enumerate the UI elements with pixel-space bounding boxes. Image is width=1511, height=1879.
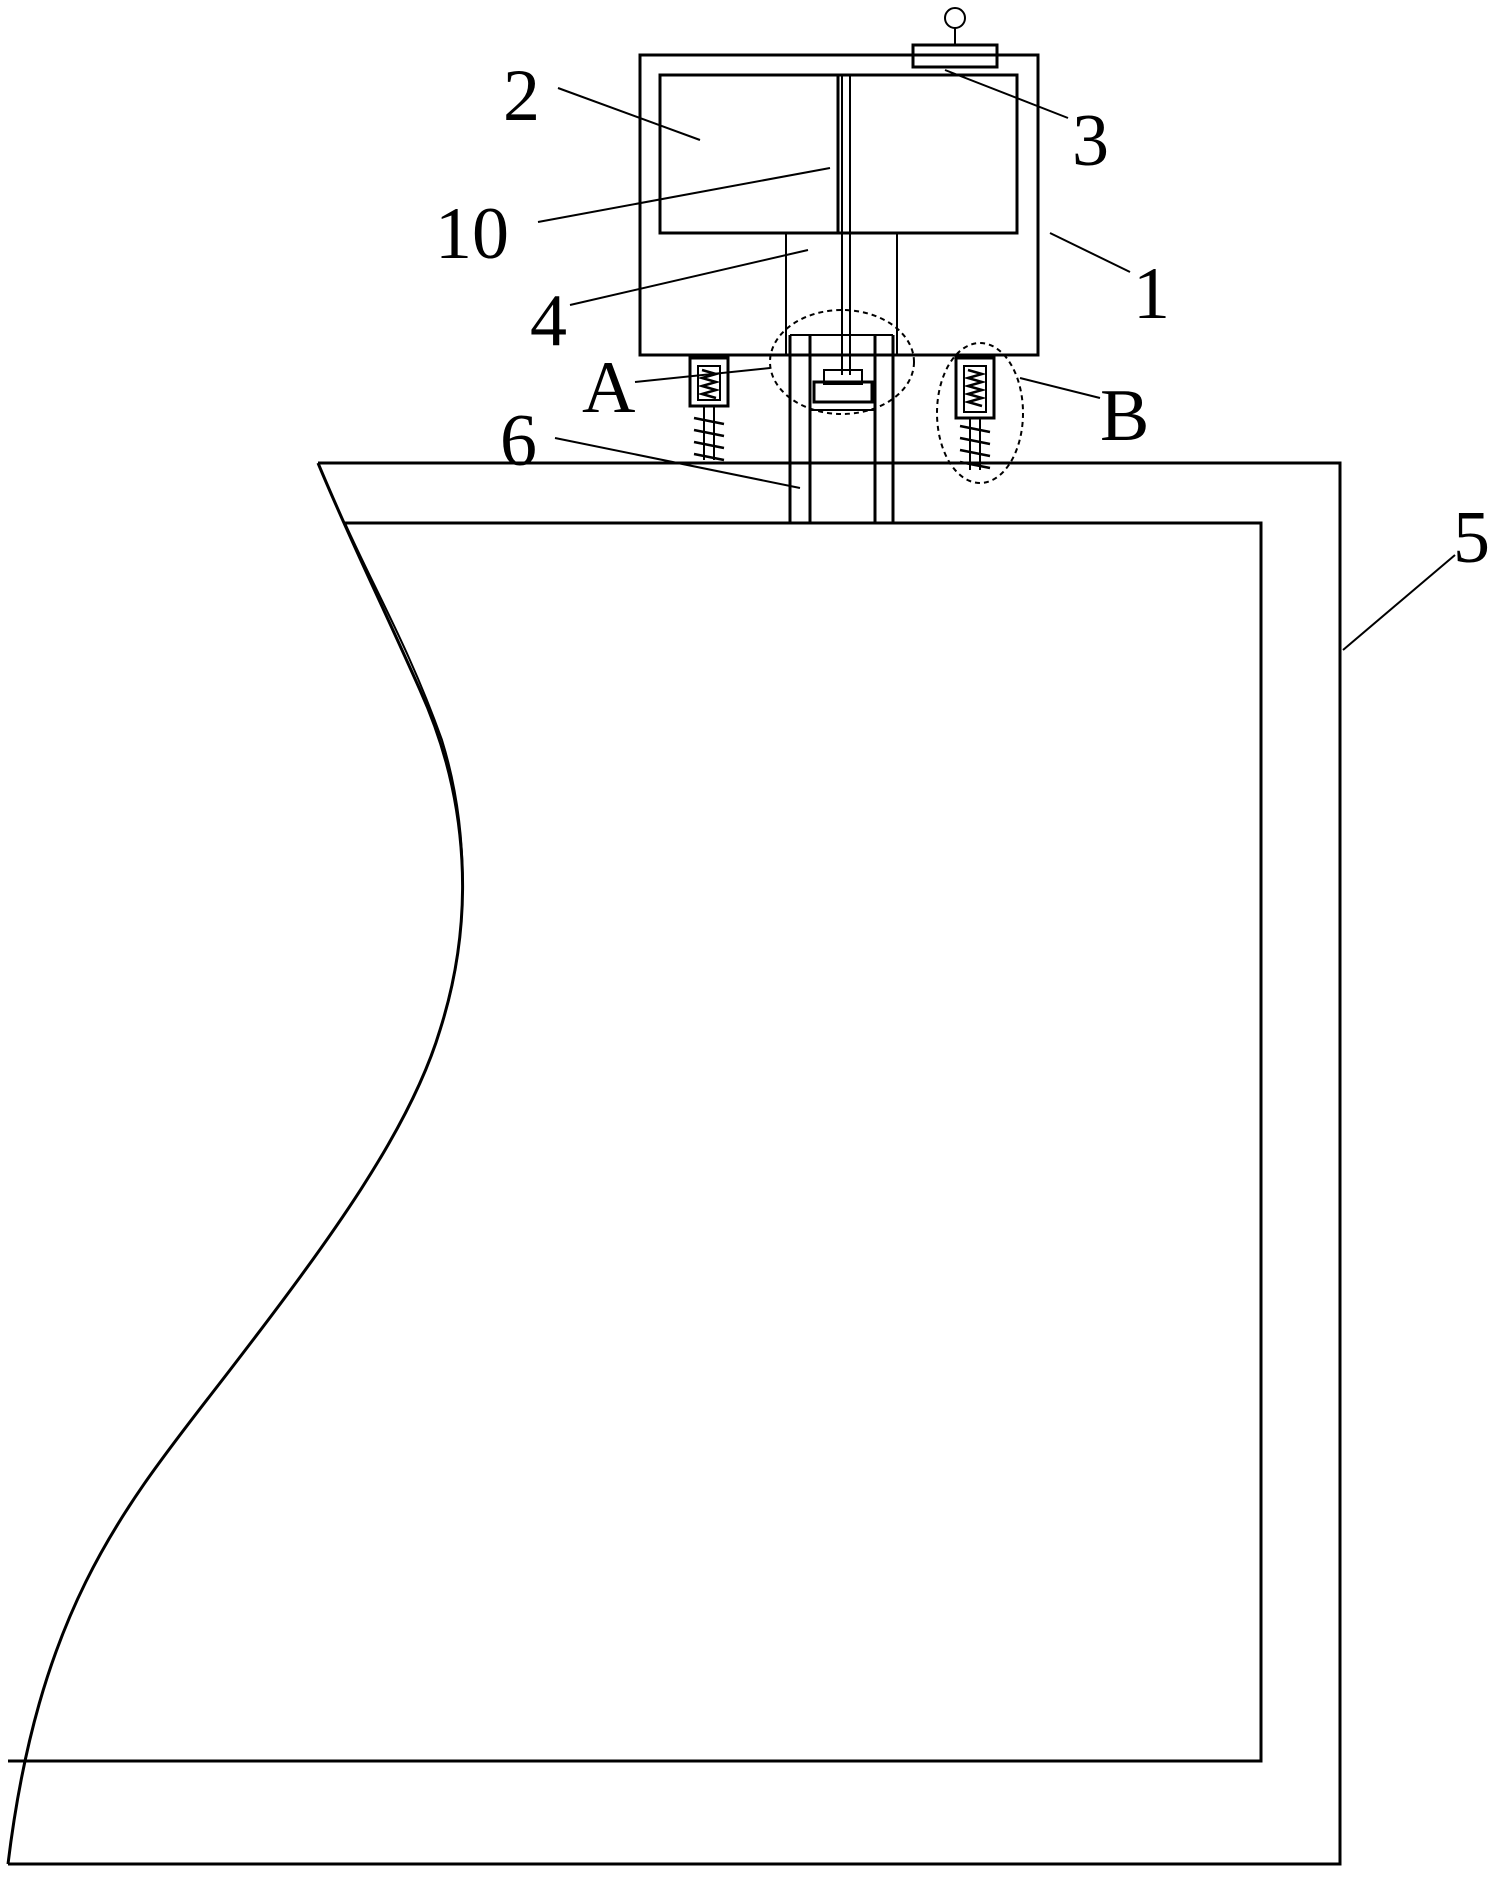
leader-lines: [537, 69, 1456, 651]
guide-tube: [788, 334, 895, 523]
right-spring-assembly: [954, 356, 996, 470]
label-part-5: 5: [1453, 497, 1490, 579]
detail-circle-b: [936, 342, 1024, 484]
label-part-2: 2: [503, 55, 540, 137]
detail-circle-a: [769, 309, 915, 415]
label-part-6: 6: [500, 400, 537, 482]
label-part-1: 1: [1133, 253, 1170, 335]
housing: [638, 53, 1040, 375]
label-part-4: 4: [530, 280, 567, 362]
label-detail-a: A: [582, 347, 635, 429]
label-part-3: 3: [1072, 100, 1109, 182]
top-knob: [911, 7, 999, 69]
label-part-10: 10: [435, 193, 509, 275]
label-detail-b: B: [1100, 375, 1149, 457]
container-body: [6, 461, 1342, 1866]
